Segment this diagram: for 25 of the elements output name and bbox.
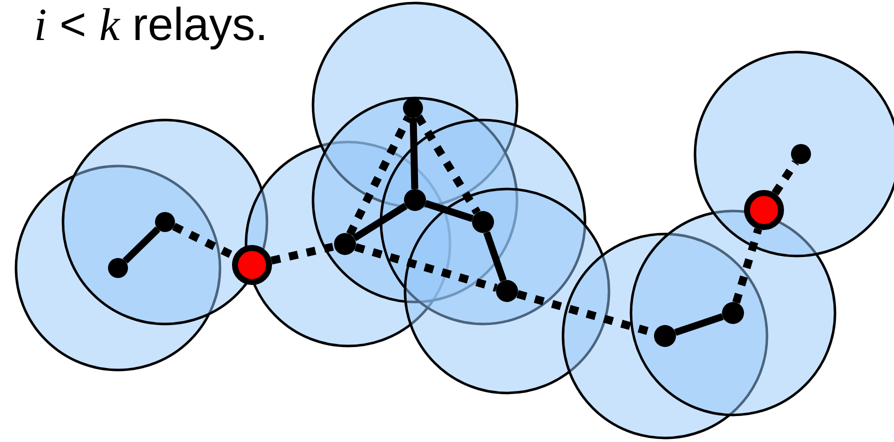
- station-node: [404, 189, 426, 211]
- link-line: [424, 200, 474, 222]
- link-line: [483, 231, 507, 282]
- station-node: [791, 144, 811, 164]
- station-node: [496, 280, 518, 302]
- relay-node: [744, 190, 784, 230]
- dotted-link: [414, 114, 481, 215]
- link-line: [674, 313, 724, 336]
- station-node: [155, 212, 175, 232]
- station-node: [722, 302, 744, 324]
- link-line: [410, 118, 418, 190]
- dotted-link: [354, 243, 498, 292]
- station-node: [472, 211, 494, 233]
- link-line: [352, 202, 408, 242]
- dotted-link: [346, 115, 412, 236]
- dotted-link: [270, 242, 336, 264]
- caption-text: i < k relays.: [34, 0, 268, 50]
- station-node: [108, 258, 128, 278]
- link-line: [122, 226, 160, 264]
- dotted-link: [732, 228, 762, 304]
- station-node: [654, 325, 676, 347]
- station-node: [403, 98, 423, 118]
- station-node: [334, 233, 356, 255]
- dotted-link: [772, 160, 799, 196]
- relay-node: [232, 245, 272, 285]
